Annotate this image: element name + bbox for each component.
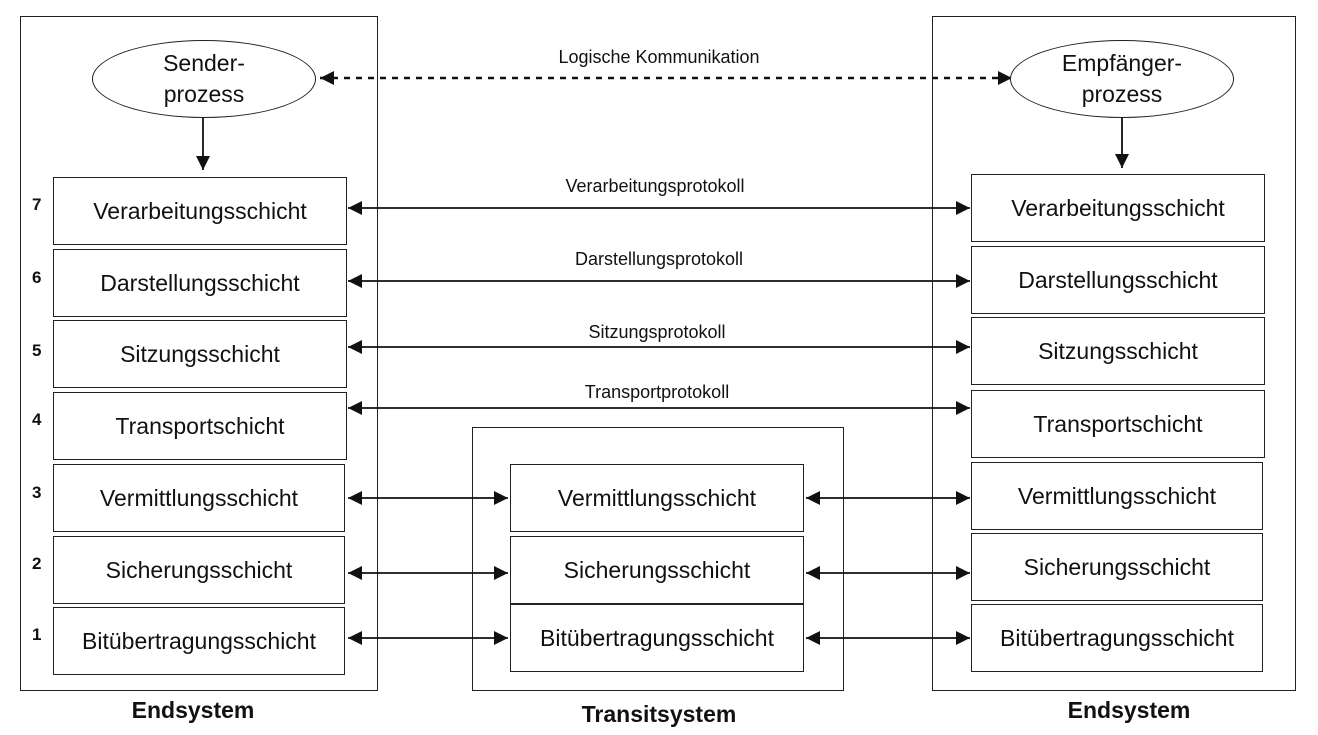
transit-layer-3: Vermittlungsschicht xyxy=(510,464,804,532)
sender-process-line2: prozess xyxy=(163,81,245,107)
right-layer-1: Bitübertragungsschicht xyxy=(971,604,1263,672)
layer-number-4: 4 xyxy=(32,410,42,429)
left-layer-2: Sicherungsschicht xyxy=(53,536,345,604)
right-layer-2: Sicherungsschicht xyxy=(971,533,1263,601)
layer-number-1: 1 xyxy=(32,625,42,644)
right-layer-4: Transportschicht xyxy=(971,390,1265,458)
sender-process: Sender- prozess xyxy=(92,40,316,118)
right-layer-3: Vermittlungsschicht xyxy=(971,462,1263,530)
receiver-process-line1: Empfänger- xyxy=(1061,50,1183,76)
protocol-label-4: Transportprotokoll xyxy=(584,382,730,402)
transit-layer-2: Sicherungsschicht xyxy=(510,536,804,604)
left-layer-7: Verarbeitungsschicht xyxy=(53,177,347,245)
right-layer-6: Darstellungsschicht xyxy=(971,246,1265,314)
sender-process-line1: Sender- xyxy=(163,50,245,76)
layer-number-6: 6 xyxy=(32,268,42,287)
right-system-label: Endsystem xyxy=(1067,697,1191,723)
protocol-label-6: Darstellungsprotokoll xyxy=(574,249,744,269)
layer-number-7: 7 xyxy=(32,195,42,214)
left-layer-1: Bitübertragungsschicht xyxy=(53,607,345,675)
receiver-process: Empfänger- prozess xyxy=(1010,40,1234,118)
layer-number-2: 2 xyxy=(32,554,42,573)
left-system-label: Endsystem xyxy=(131,697,255,723)
transit-layer-1: Bitübertragungsschicht xyxy=(510,604,804,672)
left-layer-6: Darstellungsschicht xyxy=(53,249,347,317)
left-layer-3: Vermittlungsschicht xyxy=(53,464,345,532)
protocol-label-7: Verarbeitungsprotokoll xyxy=(565,176,745,196)
logical-communication-label: Logische Kommunikation xyxy=(558,47,760,67)
left-layer-4: Transportschicht xyxy=(53,392,347,460)
layer-number-3: 3 xyxy=(32,483,42,502)
transit-system-label: Transitsystem xyxy=(581,701,737,727)
right-layer-7: Verarbeitungsschicht xyxy=(971,174,1265,242)
layer-number-5: 5 xyxy=(32,341,42,360)
protocol-label-5: Sitzungsprotokoll xyxy=(588,322,726,342)
right-layer-5: Sitzungsschicht xyxy=(971,317,1265,385)
receiver-process-line2: prozess xyxy=(1081,81,1163,107)
left-layer-5: Sitzungsschicht xyxy=(53,320,347,388)
